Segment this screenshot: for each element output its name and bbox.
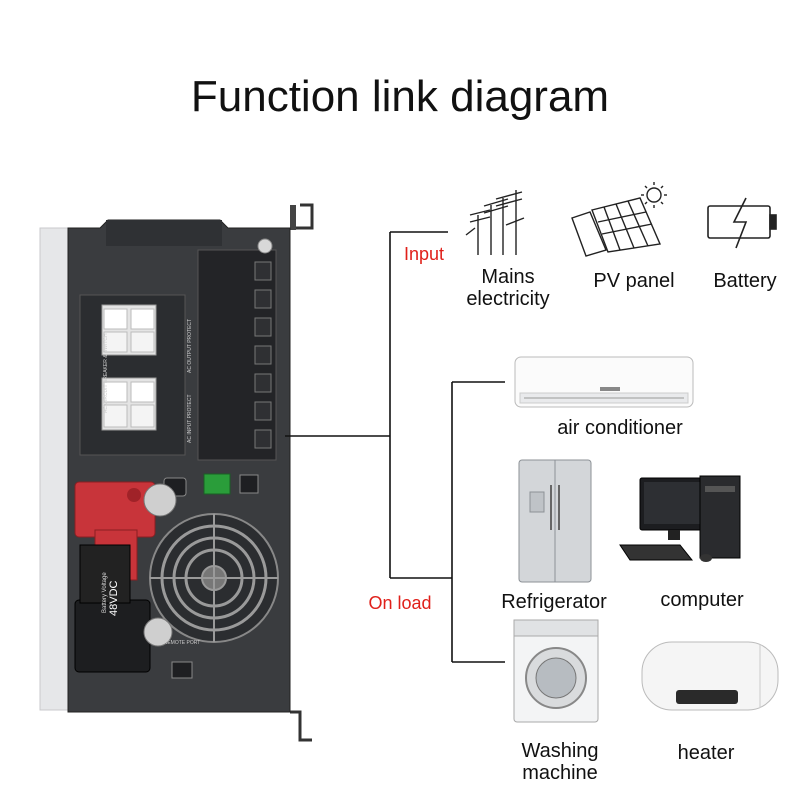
load-label-washing-line1: Washing [521, 740, 599, 762]
load-label-washing-machine: Washing machine [500, 740, 620, 784]
battery-terminal-negative [74, 544, 173, 673]
inverter-device [39, 203, 314, 742]
water-heater-icon [641, 641, 779, 711]
device-output-caption: AC OUTPUT PROTECT [187, 318, 193, 373]
cooling-fan [149, 513, 279, 643]
input-label-mains: Mains electricity [452, 266, 564, 310]
input-label-mains-line1: Mains [481, 266, 535, 288]
input-label-mains-line2: electricity [466, 288, 550, 310]
load-label-computer: computer [660, 589, 744, 611]
load-label-air-conditioner: air conditioner [557, 417, 683, 439]
device-remote-caption: REMOTE PORT [163, 640, 201, 646]
input-label-pv-panel: PV panel [593, 270, 675, 292]
load-label-washing-line2: machine [522, 762, 598, 784]
device-voltage-tag: 48VDC [108, 580, 120, 616]
air-conditioner-icon [514, 356, 694, 408]
input-link-label: Input [403, 244, 445, 264]
refrigerator-icon [518, 459, 592, 583]
on-load-link-label: On load [368, 593, 432, 613]
device-breaker-caption: AC CIRCUIT BREAKER & SWITCH [103, 333, 109, 413]
load-label-heater: heater [677, 742, 735, 764]
breaker-switch-bottom [101, 377, 157, 431]
washing-machine-icon [513, 619, 599, 723]
connector-lines [285, 231, 505, 663]
load-label-refrigerator: Refrigerator [501, 591, 607, 613]
breaker-switch-top [101, 304, 157, 356]
power-pylon-icon [465, 190, 525, 255]
device-input-caption: AC INPUT PROTECT [187, 394, 193, 443]
battery-charging-icon [707, 197, 777, 249]
solar-panel-icon [571, 182, 667, 257]
input-label-battery: Battery [713, 270, 777, 292]
computer-icon [619, 475, 741, 562]
page-title: Function link diagram [190, 72, 610, 121]
